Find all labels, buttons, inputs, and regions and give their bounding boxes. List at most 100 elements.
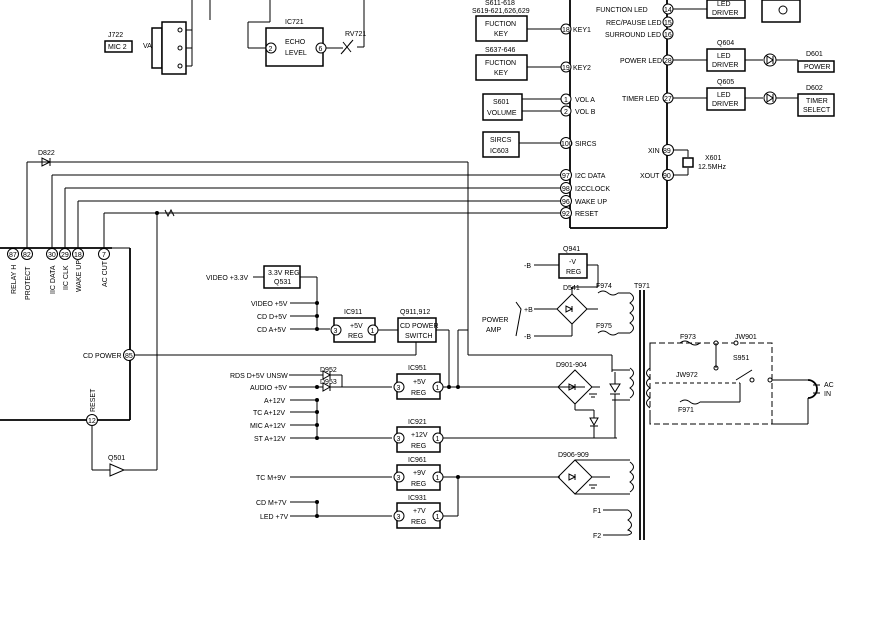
svg-text:Q501: Q501 — [108, 455, 125, 462]
key1-label: KEY1 — [573, 27, 591, 34]
svg-text:29: 29 — [61, 252, 69, 259]
svg-text:REG: REG — [411, 443, 426, 450]
svg-text:IC931: IC931 — [408, 495, 427, 502]
echo-label-2: LEVEL — [285, 50, 307, 57]
svg-text:82: 82 — [23, 252, 31, 259]
s601-volume-box — [482, 93, 523, 121]
svg-text:LED: LED — [717, 53, 731, 60]
svg-text:2: 2 — [564, 109, 568, 116]
svg-text:TC A+12V: TC A+12V — [253, 410, 285, 417]
svg-text:RESET: RESET — [575, 211, 599, 218]
key2-label: KEY2 — [573, 65, 591, 72]
svg-text:1: 1 — [436, 385, 440, 392]
t971-primary — [646, 367, 651, 409]
svg-text:T971: T971 — [634, 283, 650, 290]
svg-text:I2C DATA: I2C DATA — [575, 173, 606, 180]
svg-text:3: 3 — [397, 385, 401, 392]
svg-text:POWER: POWER — [482, 317, 508, 324]
d822-diode — [41, 157, 52, 167]
regulators: VIDEO +3.3V 3.3V REG Q531 VIDEO +5V CD D… — [206, 265, 617, 529]
svg-text:3.3V REG: 3.3V REG — [268, 270, 300, 277]
left-control: CD POWER 85 RESET 12 Q501 — [0, 247, 417, 477]
svg-text:VIDEO +5V: VIDEO +5V — [251, 301, 288, 308]
svg-text:+7V: +7V — [413, 508, 426, 515]
power-led-icon — [763, 53, 777, 67]
svg-text:+9V: +9V — [413, 470, 426, 477]
s611-label: S611-618 — [485, 0, 515, 7]
svg-text:REG: REG — [566, 269, 581, 276]
svg-text:19: 19 — [562, 65, 570, 72]
power-led-label: POWER LED — [620, 58, 662, 65]
s619-label: S619-621,626,629 — [472, 8, 530, 15]
svg-text:-V: -V — [569, 259, 576, 266]
svg-text:30: 30 — [48, 252, 56, 259]
svg-text:92: 92 — [562, 211, 570, 218]
svg-text:15: 15 — [664, 20, 672, 27]
svg-text:Q941: Q941 — [563, 246, 580, 253]
power-indicator-box — [797, 60, 835, 73]
svg-text:98: 98 — [562, 186, 570, 193]
svg-text:+B: +B — [524, 307, 533, 314]
s601-label: S601 — [493, 99, 509, 106]
svg-text:1: 1 — [436, 436, 440, 443]
svg-text:-B: -B — [524, 334, 531, 341]
svg-text:AMP: AMP — [486, 327, 502, 334]
svg-text:+12V: +12V — [411, 432, 428, 439]
function-keys: S611-618 S619-621,626,629 FUCTION KEY 18… — [472, 0, 591, 81]
svg-text:F2: F2 — [593, 533, 601, 540]
q605-driver-box — [706, 87, 746, 111]
svg-text:ST A+12V: ST A+12V — [254, 436, 286, 443]
echo-label-1: ECHO — [285, 39, 306, 46]
t971-secondary-1 — [629, 292, 634, 334]
svg-text:IC951: IC951 — [408, 365, 427, 372]
fkey1-l2: KEY — [494, 31, 508, 38]
fkey2-l2: KEY — [494, 70, 508, 77]
svg-text:7: 7 — [102, 252, 106, 259]
svg-text:18: 18 — [74, 252, 82, 259]
svg-text:12: 12 — [88, 418, 96, 425]
svg-text:27: 27 — [664, 96, 672, 103]
mic2-label: MIC 2 — [108, 44, 127, 51]
svg-text:87: 87 — [9, 252, 17, 259]
svg-text:1: 1 — [436, 475, 440, 482]
led-section: FUNCTION LED 14 REC/PAUSE LED 15 SURROUN… — [596, 0, 835, 117]
svg-text:IN: IN — [824, 391, 831, 398]
svg-text:CD A+5V: CD A+5V — [257, 327, 286, 334]
mic-jack-section: J722 MIC 2 VA — [104, 0, 211, 75]
svg-text:IC961: IC961 — [408, 457, 427, 464]
svg-text:IC921: IC921 — [408, 419, 427, 426]
svg-text:REG: REG — [348, 333, 363, 340]
svg-text:3: 3 — [397, 475, 401, 482]
va-label: VA — [143, 43, 152, 50]
svg-text:90: 90 — [663, 173, 671, 180]
svg-text:CD POWER: CD POWER — [400, 323, 439, 330]
ac-input-section: F973 JW901 S951 JW972 F971 AC IN — [649, 334, 834, 425]
timer-led-icon — [763, 91, 777, 105]
rec-led-label: REC/PAUSE LED — [606, 20, 662, 27]
svg-text:18: 18 — [562, 27, 570, 34]
control-bus: D822 97 I2C DATA 98 I2CCLOCK 96 WAKE UP … — [26, 150, 612, 470]
fkey2-l1: FUCTION — [485, 60, 516, 67]
svg-text:CD M+7V: CD M+7V — [256, 500, 287, 507]
d822-label: D822 — [38, 150, 55, 157]
svg-text:Q911,912: Q911,912 — [400, 309, 430, 316]
svg-text:12.5MHz: 12.5MHz — [698, 164, 727, 171]
echo-pin-2: 2 — [269, 46, 273, 53]
power-amp-supply: Q941 -V REG -B D541 +B -B POWER AMP F974… — [482, 246, 651, 540]
svg-text:F975: F975 — [596, 323, 612, 330]
jack-body — [151, 27, 163, 69]
svg-text:16: 16 — [664, 32, 672, 39]
reset-resistor — [164, 208, 175, 218]
svg-text:LED: LED — [717, 92, 731, 99]
svg-text:D953: D953 — [320, 379, 337, 386]
svg-text:AUDIO +5V: AUDIO +5V — [250, 385, 287, 392]
svg-text:CD D+5V: CD D+5V — [257, 314, 287, 321]
svg-text:S951: S951 — [733, 355, 749, 362]
svg-text:WAKE UP: WAKE UP — [76, 260, 83, 292]
svg-text:89: 89 — [663, 148, 671, 155]
d601-label: D601 — [806, 51, 823, 58]
d602-label: D602 — [806, 85, 823, 92]
q941-box — [558, 253, 588, 279]
sircs-block: SIRCS IC603 100 SIRCS — [482, 131, 597, 158]
svg-text:100: 100 — [561, 141, 573, 148]
